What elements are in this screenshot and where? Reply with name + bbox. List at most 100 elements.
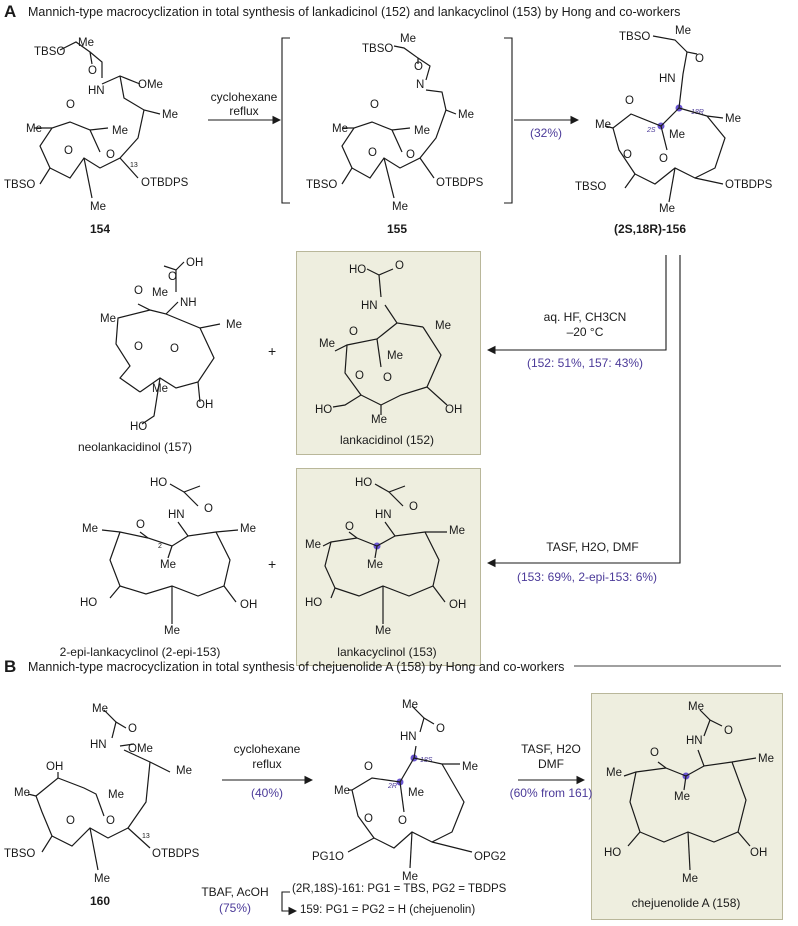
atom-label: Me: [758, 753, 774, 765]
yield-b3: (75%): [218, 901, 251, 915]
atom-label: HO: [355, 477, 372, 489]
atom-label: Me: [78, 37, 94, 49]
atom-label: Me: [92, 703, 108, 715]
atom-label: Me: [334, 785, 350, 797]
atom-label: O: [204, 503, 213, 515]
atom-label: O: [724, 725, 733, 737]
atom-label: Me: [669, 129, 685, 141]
atom-label: OH: [196, 399, 213, 411]
atom-label: HN: [90, 739, 107, 751]
atom-label: OH: [240, 599, 257, 611]
atom-label: Me: [402, 871, 418, 883]
atom-label: O: [395, 260, 404, 272]
atom-label: 13: [130, 162, 138, 169]
compound-156-label: (2S,18R)-156: [613, 222, 687, 236]
lankacidinol-highlight-box: [296, 251, 481, 455]
atom-label: TBSO: [362, 43, 393, 55]
product-161-label: (2R,18S)-161: PG1 = TBS, PG2 = TBDPS: [292, 883, 507, 895]
atom-label: O: [134, 285, 143, 297]
atom-label: O: [170, 343, 179, 355]
atom-label: O: [64, 145, 73, 157]
atom-label: O: [409, 501, 418, 513]
structure-153: HO O HN O Me Me Me HO OH Me: [305, 477, 466, 637]
atom-label: O: [650, 747, 659, 759]
plus-sign-1: +: [268, 343, 277, 359]
atom-label: OH: [186, 257, 203, 269]
atom-label: HN: [361, 300, 378, 312]
structure-155: TBSO Me O N Me O Me Me O O TBSO OTBDPS M…: [306, 33, 484, 213]
atom-label: Me: [674, 791, 690, 803]
atom-label: HO: [604, 847, 621, 859]
atom-label: Me: [240, 523, 256, 535]
atom-label: Me: [176, 765, 192, 777]
atom-label: OMe: [138, 79, 163, 91]
atom-label: O: [406, 149, 415, 161]
atom-label: OH: [445, 404, 462, 416]
atom-label: TBSO: [306, 179, 337, 191]
atom-label: Me: [152, 383, 168, 395]
compound-157-label: neolankacidinol (157): [77, 440, 193, 454]
atom-label: OH: [750, 847, 767, 859]
atom-label: Me: [414, 125, 430, 137]
atom-label: Me: [595, 119, 611, 131]
compound-152-label: lankacidinol (152): [339, 433, 435, 447]
atom-label: O: [364, 813, 373, 825]
atom-label: Me: [367, 559, 383, 571]
yield-a3: (152: 51%, 157: 43%): [526, 356, 644, 370]
atom-label: O: [623, 149, 632, 161]
atom-label: Me: [305, 539, 321, 551]
atom-label: N: [416, 79, 424, 91]
atom-label: OMe: [128, 743, 153, 755]
cond-b1-solvent: cyclohexane: [233, 742, 301, 756]
yield-b1: (40%): [250, 786, 283, 800]
atom-label: Me: [164, 625, 180, 637]
atom-label: Me: [659, 203, 675, 215]
atom-label: HN: [375, 509, 392, 521]
arrow-a4: [486, 255, 681, 568]
atom-label: TBSO: [4, 179, 35, 191]
atom-label: O: [128, 723, 137, 735]
atom-label: Me: [14, 787, 30, 799]
cond-b2-solvent: DMF: [538, 757, 564, 771]
panel-b-title: Mannich-type macrocyclization in total s…: [28, 660, 565, 674]
atom-label: Me: [152, 287, 168, 299]
atom-label: HO: [305, 597, 322, 609]
atom-label: Me: [675, 25, 691, 37]
atom-label: HO: [349, 264, 366, 276]
atom-label: Me: [94, 873, 110, 885]
stereo-label: 2S: [646, 127, 656, 134]
compound-154-label: 154: [89, 222, 111, 236]
atom-label: NH: [180, 297, 197, 309]
atom-label: O: [659, 153, 668, 165]
structure-160: Me O HN OMe OH Me Me Me O O 13 TBSO OTBD…: [4, 703, 200, 885]
panel-a-title: Mannich-type macrocyclization in total s…: [28, 5, 681, 19]
compound-2-epi-153-label: 2-epi-lankacyclinol (2-epi-153): [59, 645, 221, 659]
cond-a3-temp: –20 °C: [566, 325, 604, 339]
yield-a2: (32%): [529, 126, 562, 140]
atom-label: TBSO: [4, 848, 35, 860]
plus-sign-2: +: [268, 556, 277, 572]
cond-a1-solvent: cyclohexane: [210, 90, 278, 104]
atom-label: Me: [371, 414, 387, 426]
atom-label: OTBDPS: [152, 848, 200, 860]
atom-label: O: [368, 147, 377, 159]
cond-a1-temp: reflux: [229, 104, 259, 118]
cond-a3-reagent: aq. HF, CH3CN: [543, 310, 627, 324]
atom-label: PG1O: [312, 851, 344, 863]
compound-160-label: 160: [89, 894, 111, 908]
atom-label: Me: [725, 113, 741, 125]
yield-b2: (60% from 161): [509, 786, 593, 800]
atom-label: OTBDPS: [725, 179, 773, 191]
bracket-right: [504, 37, 513, 204]
atom-label: Me: [682, 873, 698, 885]
atom-label: Me: [462, 761, 478, 773]
atom-label: 2: [158, 543, 162, 550]
atom-label: Me: [387, 350, 403, 362]
atom-label: O: [66, 815, 75, 827]
structure-161: Me O HN O 18S 2R Me Me Me O O PG1O OPG2 …: [312, 699, 506, 883]
atom-label: O: [625, 95, 634, 107]
atom-label: O: [436, 723, 445, 735]
atom-label: HO: [80, 597, 97, 609]
cond-b3-reagent: TBAF, AcOH: [201, 885, 269, 899]
atom-label: Me: [408, 787, 424, 799]
